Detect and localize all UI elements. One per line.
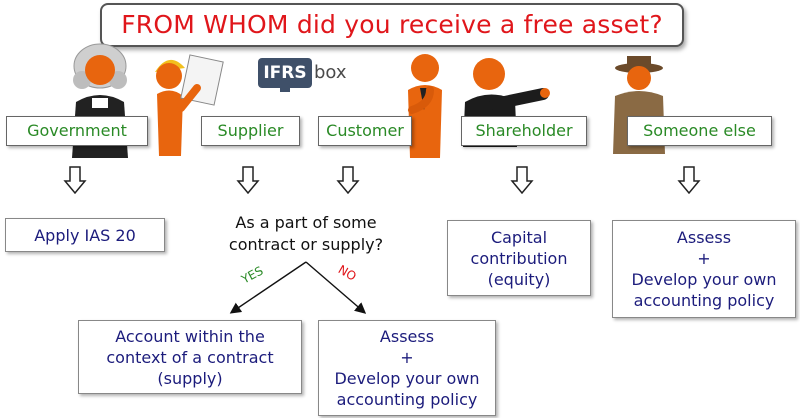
- logo-suffix: box: [314, 62, 347, 83]
- category-shareholder: Shareholder: [461, 116, 587, 146]
- outcome-no: Assess + Develop your own accounting pol…: [318, 320, 496, 416]
- outcome-line: (supply): [157, 368, 223, 388]
- outcome-government: Apply IAS 20: [5, 218, 165, 252]
- outcome-line: Account within the: [115, 326, 265, 346]
- outcome-line: Capital: [490, 227, 548, 247]
- outcome-line: Assess: [676, 228, 732, 247]
- outcome-line: +: [400, 348, 414, 367]
- customer-figure-icon: [408, 54, 442, 158]
- category-supplier: Supplier: [201, 116, 300, 146]
- outcome-line: (equity): [487, 269, 551, 289]
- no-label: NO: [335, 262, 359, 284]
- outcome-government-text: Apply IAS 20: [34, 225, 136, 245]
- outcome-line: contribution: [470, 248, 568, 268]
- outcome-someone-else: Assess + Develop your own accounting pol…: [612, 220, 796, 318]
- outcome-line: Develop your own: [334, 369, 480, 388]
- logo-brand: IFRS: [258, 58, 312, 88]
- page-title: FROM WHOM did you receive a free asset?: [100, 3, 684, 47]
- category-someone-else: Someone else: [627, 116, 772, 146]
- down-arrow-icon: [336, 166, 360, 194]
- outcome-line: accounting policy: [633, 291, 775, 310]
- outcome-line: Develop your own: [631, 270, 777, 289]
- ifrsbox-logo: IFRS box: [258, 58, 347, 92]
- outcome-line: +: [697, 249, 711, 268]
- down-arrow-icon: [63, 166, 87, 194]
- down-arrow-icon: [677, 166, 701, 194]
- down-arrow-icon: [510, 166, 534, 194]
- outcome-yes: Account within the context of a contract…: [78, 320, 302, 394]
- category-government: Government: [6, 116, 148, 146]
- question-line: As a part of some: [235, 213, 377, 232]
- category-customer: Customer: [318, 116, 412, 146]
- outcome-line: accounting policy: [336, 390, 478, 409]
- supplier-figure-icon: [155, 54, 224, 156]
- outcome-line: Assess: [379, 327, 435, 346]
- outcome-shareholder: Capital contribution (equity): [447, 220, 591, 296]
- contract-question: As a part of some contract or supply?: [212, 212, 400, 256]
- logo-stand: [280, 88, 290, 92]
- question-line: contract or supply?: [228, 235, 384, 254]
- yes-label: YES: [239, 263, 266, 287]
- down-arrow-icon: [236, 166, 260, 194]
- outcome-line: context of a contract: [106, 347, 274, 367]
